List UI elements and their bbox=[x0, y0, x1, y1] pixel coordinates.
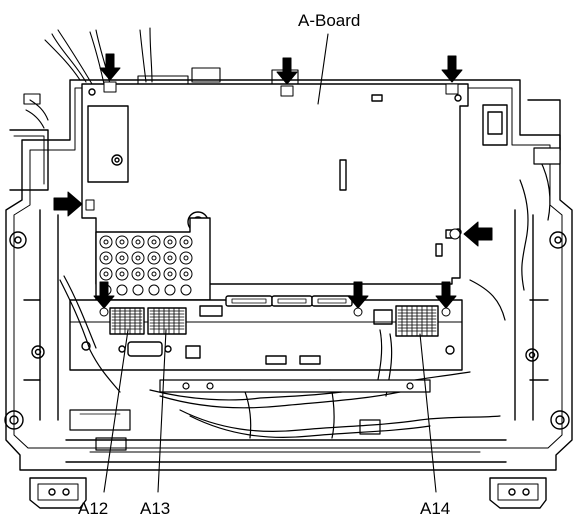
screw-heads bbox=[85, 81, 461, 317]
leader-lines bbox=[103, 33, 437, 493]
connector-a12-label: A12 bbox=[78, 499, 109, 518]
connector-a13-label: A13 bbox=[140, 499, 171, 518]
connector-a14-label: A14 bbox=[420, 499, 451, 518]
a-board-label: A-Board bbox=[298, 11, 361, 30]
right-arrow-icon bbox=[53, 191, 83, 217]
lower-cables bbox=[59, 147, 561, 451]
lower-board bbox=[69, 295, 463, 371]
left-arrow-icon bbox=[463, 221, 493, 247]
down-arrow-icon bbox=[93, 53, 463, 309]
